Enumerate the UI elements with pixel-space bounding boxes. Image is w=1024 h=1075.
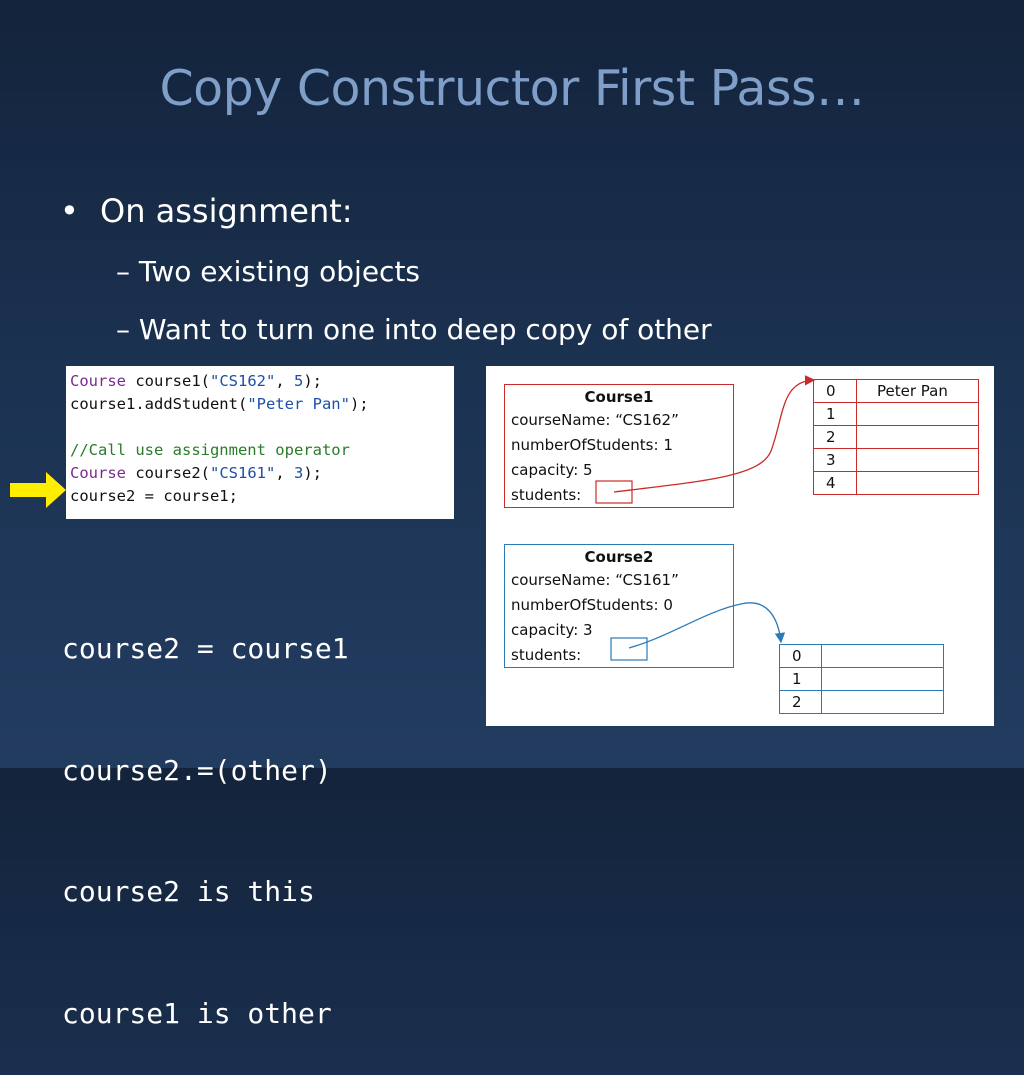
code-token: 3 <box>294 464 304 482</box>
bullet-on-assignment: • On assignment: <box>60 192 353 230</box>
array-value <box>856 471 979 495</box>
code-token: "CS161" <box>210 464 276 482</box>
array-row: 1 <box>779 667 944 691</box>
course2-field-numberofstudents: numberOfStudents: 0 <box>511 596 673 614</box>
course1-field-capacity: capacity: 5 <box>511 461 593 479</box>
code-line: //Call use assignment operator <box>70 439 450 462</box>
array-value <box>821 644 944 668</box>
array-value: Peter Pan <box>856 379 979 403</box>
array-value <box>856 448 979 472</box>
code-token: 5 <box>294 372 304 390</box>
array-value <box>821 690 944 714</box>
array-index: 2 <box>813 425 857 449</box>
array-index: 2 <box>779 690 822 714</box>
code-line: course1.addStudent("Peter Pan"); <box>70 393 450 416</box>
array-index: 1 <box>813 402 857 426</box>
array-row: 0 <box>779 644 944 668</box>
course2-object-box: Course2 courseName: “CS161” numberOfStud… <box>504 544 734 668</box>
code-token: course1.addStudent( <box>70 395 248 413</box>
explanation-line: course2.=(other) <box>62 753 332 787</box>
course1-object-title: Course1 <box>584 388 654 406</box>
array-index: 1 <box>779 667 822 691</box>
array-value <box>856 425 979 449</box>
explanation-line: course2 is this <box>62 875 315 908</box>
explanation-line: course1 is other <box>62 996 332 1030</box>
course1-field-coursename: courseName: “CS162” <box>511 411 679 429</box>
code-line: Course course2("CS161", 3); <box>70 462 450 485</box>
array-index: 3 <box>813 448 857 472</box>
array-row: 3 <box>813 448 979 472</box>
code-line: Course course1("CS162", 5); <box>70 370 450 393</box>
course2-field-capacity: capacity: 3 <box>511 621 593 639</box>
array-row: 1 <box>813 402 979 426</box>
code-token: Course <box>70 464 126 482</box>
memory-diagram: Course1 courseName: “CS162” numberOfStud… <box>486 366 994 726</box>
course1-field-numberofstudents: numberOfStudents: 1 <box>511 436 673 454</box>
code-token: , <box>275 372 294 390</box>
code-token: ); <box>303 372 323 390</box>
course2-field-students: students: <box>511 646 582 664</box>
code-token: //Call use assignment operator <box>70 441 350 459</box>
bullet-text: On assignment: <box>100 192 353 230</box>
array-index: 0 <box>779 644 822 668</box>
array-row: 4 <box>813 471 979 495</box>
code-snippet: Course course1("CS162", 5);course1.addSt… <box>66 366 454 519</box>
code-token: Course <box>70 372 126 390</box>
course2-object-title: Course2 <box>584 548 654 566</box>
explanation-line: course2 = course1 <box>62 632 349 665</box>
course1-field-students: students: <box>511 486 582 504</box>
sub-bullet-deep-copy: – Want to turn one into deep copy of oth… <box>116 313 712 346</box>
array-value <box>821 667 944 691</box>
array-index: 0 <box>813 379 857 403</box>
code-token: course2( <box>126 464 210 482</box>
bullet-dot: • <box>60 192 79 230</box>
array-row: 2 <box>813 425 979 449</box>
code-token: , <box>275 464 294 482</box>
code-token: ); <box>349 395 369 413</box>
course1-object-box: Course1 courseName: “CS162” numberOfStud… <box>504 384 734 508</box>
array-row: 2 <box>779 690 944 714</box>
code-token: ); <box>303 464 323 482</box>
course2-field-coursename: courseName: “CS161” <box>511 571 679 589</box>
current-line-arrow-icon <box>10 472 66 508</box>
code-token: course2 = course1; <box>70 487 238 505</box>
code-token: course1( <box>126 372 210 390</box>
array-value <box>856 402 979 426</box>
code-line <box>70 416 450 439</box>
code-token: "Peter Pan" <box>247 395 350 413</box>
explanation-text: course2 = course1 course2.=(other) cours… <box>62 548 349 1075</box>
sub-bullet-two-objects: – Two existing objects <box>116 255 421 288</box>
slide-title: Copy Constructor First Pass… <box>159 60 865 117</box>
code-line: course2 = course1; <box>70 485 450 508</box>
code-token: "CS162" <box>210 372 276 390</box>
array-index: 4 <box>813 471 857 495</box>
